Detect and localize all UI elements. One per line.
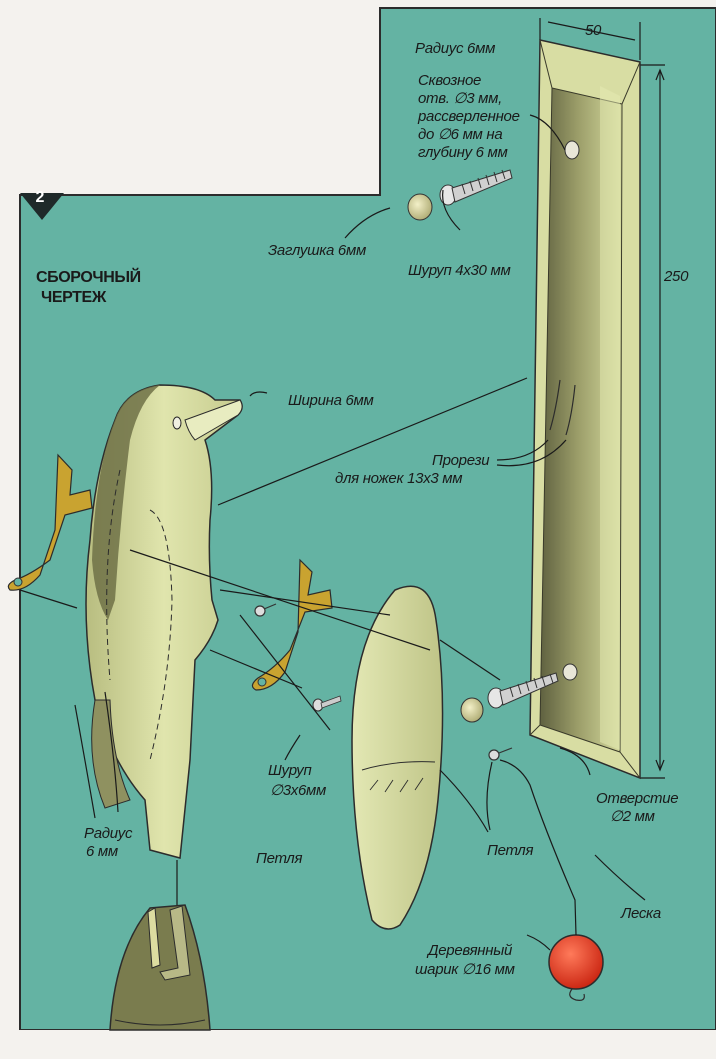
wooden-ball xyxy=(548,934,604,1001)
screw-small xyxy=(312,695,342,712)
label-screw-small-1: Шуруп xyxy=(268,762,312,779)
foot-middle xyxy=(251,558,333,691)
bird-side-layer xyxy=(91,699,131,809)
label-width: Ширина 6мм xyxy=(288,392,374,409)
label-loop-right: Петля xyxy=(487,842,534,859)
board-hole-top xyxy=(564,140,580,160)
wing xyxy=(351,585,444,930)
label-through-hole-4: до ∅6 мм на xyxy=(418,126,503,143)
label-through-hole-2: отв. ∅3 мм, xyxy=(418,90,503,107)
dim-width-label: 50 xyxy=(585,22,602,39)
label-through-hole-5: глубину 6 мм xyxy=(418,144,508,161)
label-screw-large: Шуруп 4х30 мм xyxy=(408,262,511,279)
dimension-lines xyxy=(539,18,665,779)
dim-height-label: 250 xyxy=(664,268,689,285)
board-hole-bottom xyxy=(562,663,578,681)
drawing-title-line1: СБОРОЧНЫЙ xyxy=(36,269,141,286)
label-through-hole-1: Сквозное xyxy=(418,72,482,89)
label-ball-1: Деревянный xyxy=(428,942,512,959)
label-loop-left: Петля xyxy=(256,850,303,867)
label-fishing-line: Леска xyxy=(621,905,661,922)
label-hole-1: Отверстие xyxy=(596,790,679,807)
leader-lines xyxy=(19,114,646,951)
foot-slots xyxy=(549,379,576,436)
label-ball-2: шарик ∅16 мм xyxy=(415,961,515,978)
plug-top xyxy=(407,193,433,221)
screw-large-bottom xyxy=(487,672,559,709)
figure-number-badge xyxy=(20,193,64,220)
label-slots-1: Прорези xyxy=(432,452,490,469)
woodpecker-body xyxy=(85,384,243,859)
foot-left xyxy=(7,453,93,591)
page-bottom-strip xyxy=(0,1030,716,1059)
label-slots-2: для ножек 13х3 мм xyxy=(335,470,463,487)
screw-eye-left xyxy=(254,603,277,617)
screw-eye-right xyxy=(488,747,513,761)
label-plug: Заглушка 6мм xyxy=(268,242,366,259)
plug-bottom xyxy=(460,697,484,723)
label-through-hole-3: рассверленное xyxy=(418,108,520,125)
screw-large-top xyxy=(439,169,513,206)
label-hole-2: ∅2 мм xyxy=(610,808,655,825)
stand xyxy=(109,904,211,1031)
label-radius-bottom-2: 6 мм xyxy=(86,843,118,860)
label-radius-top: Радиус 6мм xyxy=(415,40,496,57)
drawing-title-line2: ЧЕРТЕЖ xyxy=(41,289,106,306)
bird-eye xyxy=(172,416,182,430)
figure-number: 2 xyxy=(35,189,45,206)
label-radius-bottom-1: Радиус xyxy=(84,825,133,842)
wall-board xyxy=(529,39,641,780)
label-screw-small-2: ∅3х6мм xyxy=(270,782,327,799)
